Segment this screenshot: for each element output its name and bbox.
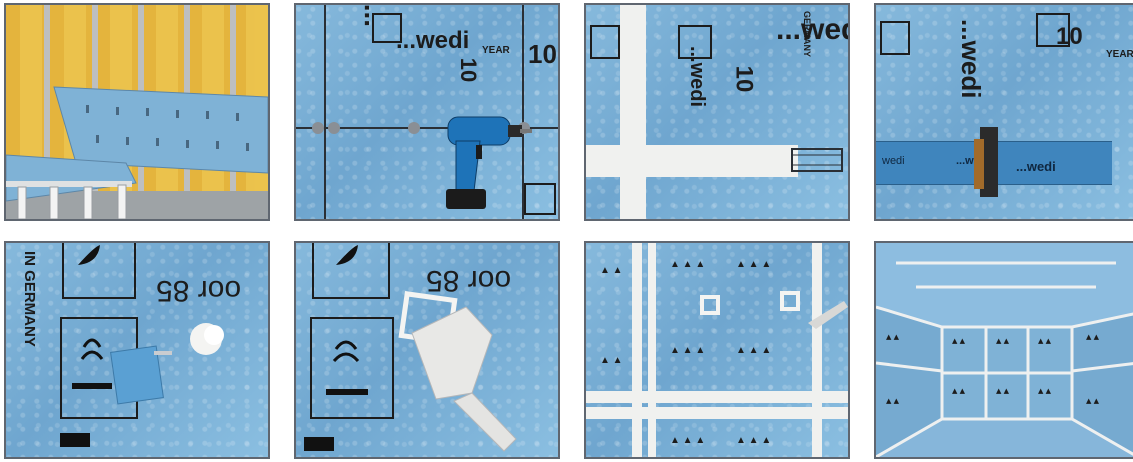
svg-text:▲ ▲ ▲: ▲ ▲ ▲ <box>670 259 705 270</box>
svg-text:▲ ▲: ▲ ▲ <box>1086 397 1100 405</box>
svg-text:▲ ▲ ▲: ▲ ▲ ▲ <box>736 345 771 356</box>
svg-text:▲ ▲ ▲: ▲ ▲ ▲ <box>736 259 771 270</box>
svg-text:▲ ▲: ▲ ▲ <box>1086 333 1100 341</box>
svg-text:▲ ▲: ▲ ▲ <box>886 397 900 405</box>
sealed-screw-icon <box>6 243 268 457</box>
step-3-panel: ...wedi ...wedi GERMANY 10 <box>584 3 850 221</box>
svg-text:▲ ▲: ▲ ▲ <box>600 355 623 366</box>
step-6-panel: oor 85 <box>294 241 560 459</box>
svg-text:▲ ▲: ▲ ▲ <box>996 387 1010 395</box>
svg-text:▲ ▲: ▲ ▲ <box>952 337 966 345</box>
svg-text:▲ ▲: ▲ ▲ <box>886 333 900 341</box>
finished-room-icon: ▲ ▲ ▲ ▲ ▲ ▲ ▲ ▲ ▲ ▲ ▲ ▲ ▲ ▲ ▲ ▲ ▲ ▲ ▲ ▲ <box>876 243 1133 457</box>
svg-text:▲ ▲: ▲ ▲ <box>1038 387 1052 395</box>
insulated-wall-frame-icon <box>6 5 268 219</box>
trowel-icon <box>876 5 1133 219</box>
svg-text:▲ ▲ ▲: ▲ ▲ ▲ <box>736 435 771 446</box>
step-7-panel: ▲ ▲ ▲ ▲ ▲ ▲ ▲ ▲ ▲ ▲ ▲ ▲ ▲ ▲ ▲ ▲ ▲ ▲ ▲ ▲ ▲ ▲ <box>584 241 850 459</box>
svg-text:▲ ▲: ▲ ▲ <box>600 265 623 276</box>
svg-text:▲ ▲ ▲: ▲ ▲ ▲ <box>670 345 705 356</box>
svg-text:▲ ▲ ▲: ▲ ▲ ▲ <box>670 435 705 446</box>
step-1-panel <box>4 3 270 221</box>
step-2-panel: ...wedi ...wedi 10 10 wedi YEAR <box>294 3 560 221</box>
svg-text:▲ ▲: ▲ ▲ <box>996 337 1010 345</box>
svg-text:▲ ▲: ▲ ▲ <box>1038 337 1052 345</box>
drill-icon <box>296 5 558 219</box>
step-8-panel: ▲ ▲ ▲ ▲ ▲ ▲ ▲ ▲ ▲ ▲ ▲ ▲ ▲ ▲ ▲ ▲ ▲ ▲ ▲ ▲ <box>874 241 1133 459</box>
step-4-panel: ...wedi 10 YEAR wedi ...wedi ...wedi <box>874 3 1133 221</box>
screw-seals: ▲ ▲ ▲ ▲ ▲ ▲ ▲ ▲ ▲ ▲ ▲ ▲ ▲ ▲ ▲ ▲ ▲ ▲ ▲ ▲ ▲ ▲ <box>586 243 848 457</box>
sealant-nozzle-icon <box>586 5 848 219</box>
step-5-panel: IN GERMANY oor 85 <box>4 241 270 459</box>
spatula-icon <box>296 243 558 457</box>
svg-text:▲ ▲: ▲ ▲ <box>952 387 966 395</box>
